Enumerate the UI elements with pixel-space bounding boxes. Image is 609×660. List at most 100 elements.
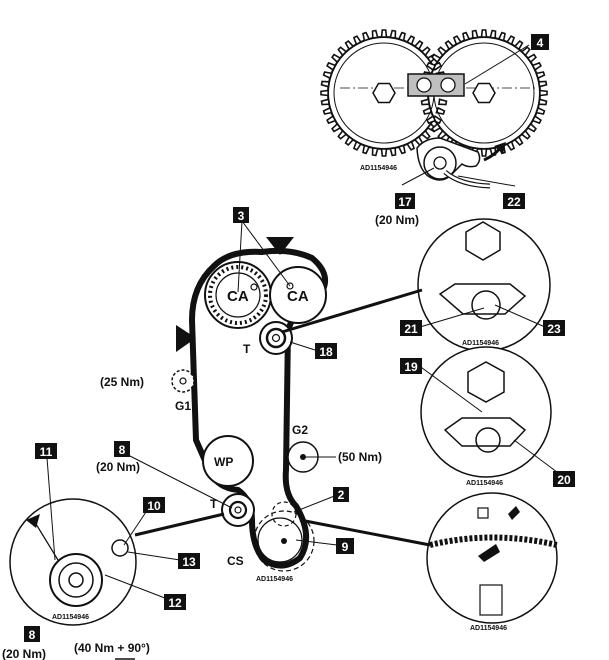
callout-12: 12 [164, 594, 186, 610]
gear-tooth [462, 31, 471, 42]
g2-label: G2 [292, 423, 308, 437]
camshaft-timing-mark [266, 237, 294, 255]
gear-tooth [526, 53, 537, 64]
belt-direction-mark [176, 325, 196, 352]
gear-tooth [371, 146, 379, 157]
callout-13: 13 [178, 553, 200, 569]
gear-tooth [344, 135, 355, 146]
g1-label: G1 [175, 399, 191, 413]
gear-tooth [344, 40, 355, 51]
tensioner-bolt-torque: (20 Nm) [375, 213, 419, 227]
callout-8-lower: 8 [24, 626, 40, 642]
gear-tooth [362, 31, 371, 42]
gear-tooth [397, 31, 406, 42]
left-gear-bolt [372, 82, 396, 104]
gear-tooth [506, 35, 516, 46]
svg-text:19: 19 [404, 360, 418, 374]
callout-20: 20 [553, 471, 575, 487]
svg-text:22: 22 [507, 195, 521, 209]
gear-tooth [320, 80, 331, 88]
svg-text:3: 3 [238, 209, 245, 223]
gear-tooth [371, 29, 379, 40]
svg-text:9: 9 [342, 540, 349, 554]
gear-tooth [380, 148, 388, 157]
gear-tooth [513, 40, 524, 51]
callout-17: 17 [395, 193, 415, 209]
gear-tooth [352, 140, 362, 151]
tensioner-lower-torque: (20 Nm) [96, 460, 140, 474]
callout-2: 2 [333, 487, 349, 502]
gear-tooth [531, 61, 542, 71]
crank-timing-inset: AD1154946 [426, 492, 558, 632]
gear-tooth [322, 106, 333, 115]
callout-18: 18 [315, 343, 337, 359]
gear-tooth [520, 129, 531, 140]
gear-tooth [535, 106, 546, 115]
svg-text:12: 12 [168, 596, 182, 610]
gear-tooth [497, 31, 506, 42]
water-pump-pulley [202, 435, 254, 487]
svg-text:8: 8 [119, 443, 126, 457]
svg-text:23: 23 [547, 322, 561, 336]
callout-11: 11 [35, 443, 57, 459]
gear-tooth [537, 98, 548, 106]
callout-3: 3 [233, 207, 249, 223]
gear-tooth [437, 98, 448, 106]
upper-tensioner-label: T [243, 342, 251, 356]
gear-tooth [337, 129, 348, 140]
gear-tooth [331, 122, 342, 133]
gear-tooth [397, 144, 406, 155]
crank-bolt-torque: (40 Nm + 90°) [74, 641, 150, 655]
gear-tooth [452, 35, 462, 46]
gear-tooth [322, 71, 333, 80]
leader-lines [46, 167, 566, 601]
svg-text:4: 4 [537, 36, 544, 50]
callout-9: 9 [336, 538, 354, 554]
gear-tooth [480, 148, 488, 157]
svg-text:18: 18 [319, 345, 333, 359]
timing-belt [189, 247, 328, 569]
gear-tooth [337, 46, 348, 57]
callout-21: 21 [400, 320, 422, 336]
water-pump-label: WP [214, 455, 233, 469]
crankshaft-label: CS [227, 554, 244, 568]
crankshaft-pulley-inset: AD1154946 [9, 498, 137, 626]
reference-code-main: AD1154946 [256, 576, 293, 583]
gear-tooth [420, 46, 431, 57]
gear-tooth [331, 53, 342, 64]
gear-tooth [526, 122, 537, 133]
left-camshaft-label: CA [227, 288, 249, 305]
gear-tooth [531, 115, 542, 125]
right-camshaft-sprocket [269, 266, 327, 324]
gear-tooth [380, 29, 388, 38]
g1-torque: (25 Nm) [100, 375, 144, 389]
gear-tooth [431, 53, 442, 64]
reference-code-top: AD1154946 [360, 165, 397, 172]
gear-tooth [320, 98, 331, 106]
gear-tooth [389, 29, 397, 40]
callout-19: 19 [400, 358, 422, 374]
gear-tooth [326, 61, 337, 71]
gear-tooth [520, 46, 531, 57]
lower-tensioner-label: T [210, 497, 218, 511]
crank-bolt-torque-left: (20 Nm) [2, 647, 46, 660]
svg-text:10: 10 [147, 499, 161, 513]
gear-tooth [539, 89, 548, 97]
gear-tooth [471, 29, 479, 40]
gear-tooth [326, 115, 337, 125]
svg-text:17: 17 [398, 195, 412, 209]
gear-tooth [444, 40, 455, 51]
gear-tooth [426, 61, 437, 71]
right-camshaft-label: CA [287, 288, 309, 305]
reference-code-inset-4: AD1154946 [52, 614, 89, 621]
svg-text:13: 13 [182, 555, 196, 569]
gear-tooth [352, 35, 362, 46]
gear-tooth [420, 98, 431, 106]
g2-torque: (50 Nm) [338, 450, 382, 464]
gear-tooth [406, 35, 416, 46]
svg-text:11: 11 [40, 445, 53, 459]
gear-tooth [389, 146, 397, 157]
reference-code-inset-3: AD1154946 [470, 625, 507, 632]
tensioner-inset-upper: AD1154946 [417, 218, 551, 352]
